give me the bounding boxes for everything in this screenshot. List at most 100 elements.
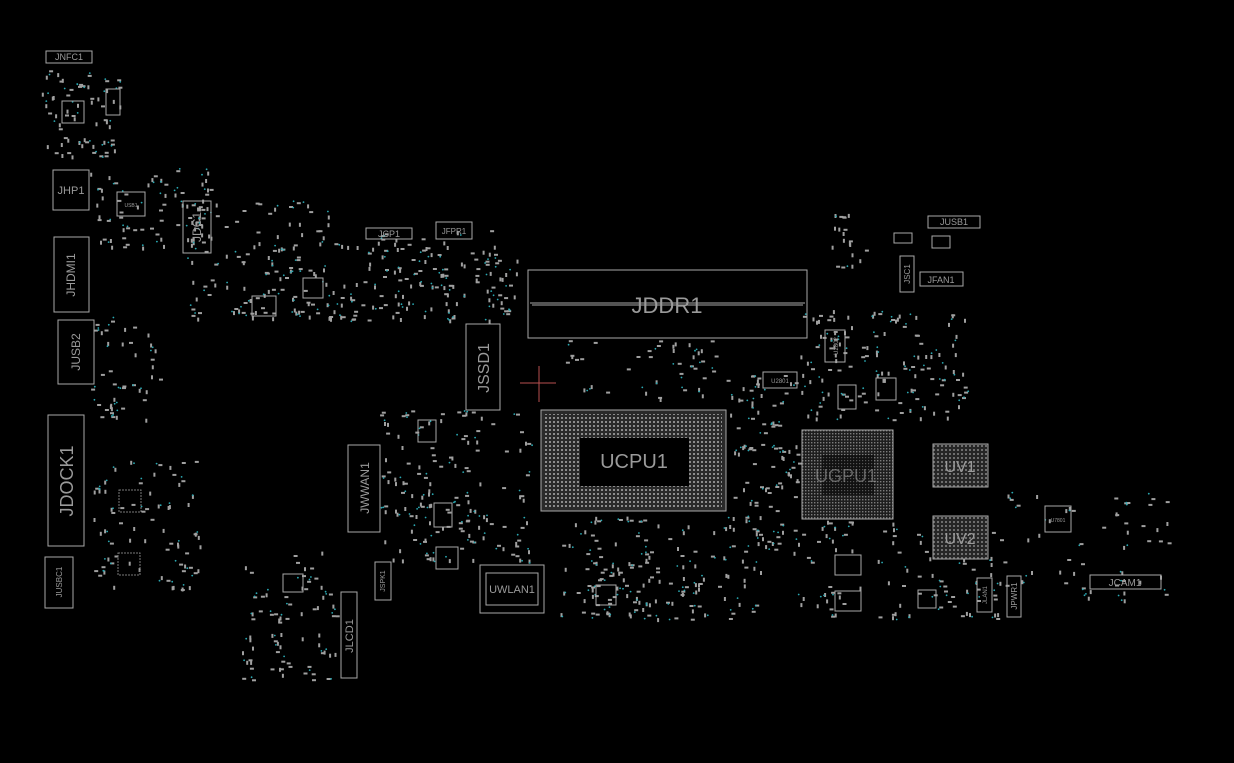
passive-pad	[59, 80, 64, 83]
connector-jusbc1[interactable]: JUSBC1	[44, 556, 74, 609]
passive-pad	[260, 595, 265, 598]
via	[197, 227, 200, 230]
connector-jdc1[interactable]: JDC1	[182, 200, 212, 254]
chip-u2801[interactable]: U2801	[762, 371, 798, 389]
connector-jhdmi1[interactable]: JHDMI1	[53, 236, 90, 313]
via	[699, 361, 701, 364]
passive-pad	[278, 621, 283, 624]
passive-pad	[1073, 571, 1076, 576]
chip-u7801[interactable]: U7801	[1044, 505, 1072, 533]
chip-ugpu1[interactable]: UGPU1	[801, 429, 894, 520]
connector-jhp1[interactable]: JHP1	[52, 169, 90, 211]
passive-pad	[367, 252, 372, 255]
connector-jssd1[interactable]: JSSD1	[465, 323, 501, 411]
passive-pad	[97, 404, 102, 406]
passive-pad	[485, 260, 490, 263]
passive-pad	[963, 558, 966, 563]
connector-jcam1[interactable]: JCAM1	[1089, 574, 1162, 590]
passive-pad	[469, 508, 472, 513]
passive-pad	[285, 617, 290, 620]
connector-jlcd1[interactable]: JLCD1	[340, 591, 358, 679]
passive-pad	[234, 308, 239, 310]
connector-jcp1[interactable]: JCP1	[365, 227, 413, 240]
connector-jfpr1[interactable]: JFPR1	[435, 221, 473, 240]
via	[950, 318, 953, 320]
passive-pad	[636, 356, 641, 358]
chip-u2802[interactable]: U2802	[824, 329, 846, 363]
connector-jnfc1[interactable]: JNFC1	[45, 50, 93, 64]
passive-pad	[864, 249, 869, 252]
passive-pad	[1167, 542, 1172, 545]
passive-pad	[895, 319, 897, 324]
chip-uv1[interactable]: UV1	[932, 443, 989, 488]
passive-pad	[861, 356, 866, 359]
passive-pad	[395, 311, 400, 314]
connector-jusb1[interactable]: JUSB1	[927, 215, 981, 229]
passive-pad	[119, 522, 123, 525]
via	[633, 611, 636, 613]
connector-jpwr1[interactable]: JPWR1	[1006, 575, 1022, 618]
via	[101, 143, 104, 146]
passive-pad	[293, 308, 296, 313]
chip-ucpu1[interactable]: UCPU1	[540, 409, 727, 512]
connector-jwwan1[interactable]: JWWAN1	[347, 444, 381, 533]
connector-jsc1[interactable]: JSC1	[899, 255, 915, 293]
connector-jdock1[interactable]: JDOCK1	[47, 414, 85, 547]
passive-pad	[1121, 571, 1124, 576]
via	[350, 293, 352, 295]
passive-pad	[732, 527, 735, 532]
via	[939, 585, 942, 588]
passive-pad	[835, 359, 838, 364]
via	[180, 476, 183, 478]
passive-pad	[891, 319, 895, 321]
passive-pad	[419, 426, 424, 429]
passive-pad	[463, 435, 468, 438]
chip-uv2[interactable]: UV2	[932, 515, 989, 560]
connector-jlan1[interactable]: JLAN1	[976, 577, 993, 613]
passive-pad	[66, 109, 69, 114]
connector-jspk1[interactable]: JSPK1	[374, 561, 392, 601]
connector-jfan1[interactable]: JFAN1	[919, 271, 964, 287]
passive-pad	[908, 614, 911, 619]
passive-pad	[647, 614, 652, 617]
via	[48, 73, 51, 76]
via	[695, 348, 698, 351]
passive-pad	[111, 320, 115, 323]
passive-pad	[822, 396, 825, 401]
passive-pad	[409, 515, 414, 518]
via	[187, 257, 189, 259]
via	[683, 589, 686, 592]
via	[600, 519, 603, 522]
via	[386, 270, 388, 272]
via	[452, 316, 454, 318]
passive-pad	[1123, 591, 1126, 596]
passive-pad	[456, 504, 461, 507]
via	[151, 346, 154, 349]
via	[467, 514, 469, 517]
module-uwlan1[interactable]: UWLAN1	[479, 564, 545, 614]
via	[502, 313, 505, 315]
via	[424, 310, 427, 313]
passive-pad	[335, 615, 340, 618]
passive-pad	[142, 246, 145, 251]
via	[752, 407, 754, 409]
via	[412, 303, 414, 305]
passive-pad	[310, 567, 315, 570]
passive-pad	[66, 94, 71, 97]
passive-pad	[1114, 497, 1119, 500]
passive-pad	[103, 570, 106, 575]
ic-usb1[interactable]: USB1	[116, 191, 146, 217]
passive-pad	[292, 246, 295, 251]
passive-pad	[100, 188, 103, 193]
passive-pad	[404, 507, 407, 511]
via	[155, 462, 158, 465]
passive-pad	[122, 387, 126, 390]
connector-jusb2[interactable]: JUSB2	[57, 319, 95, 385]
slot-jddr1[interactable]: JDDR1	[527, 269, 808, 339]
passive-pad	[429, 557, 432, 562]
passive-pad	[224, 226, 229, 228]
passive-pad	[568, 340, 573, 343]
passive-pad	[430, 447, 435, 450]
passive-pad	[892, 541, 895, 546]
passive-pad	[783, 375, 788, 377]
